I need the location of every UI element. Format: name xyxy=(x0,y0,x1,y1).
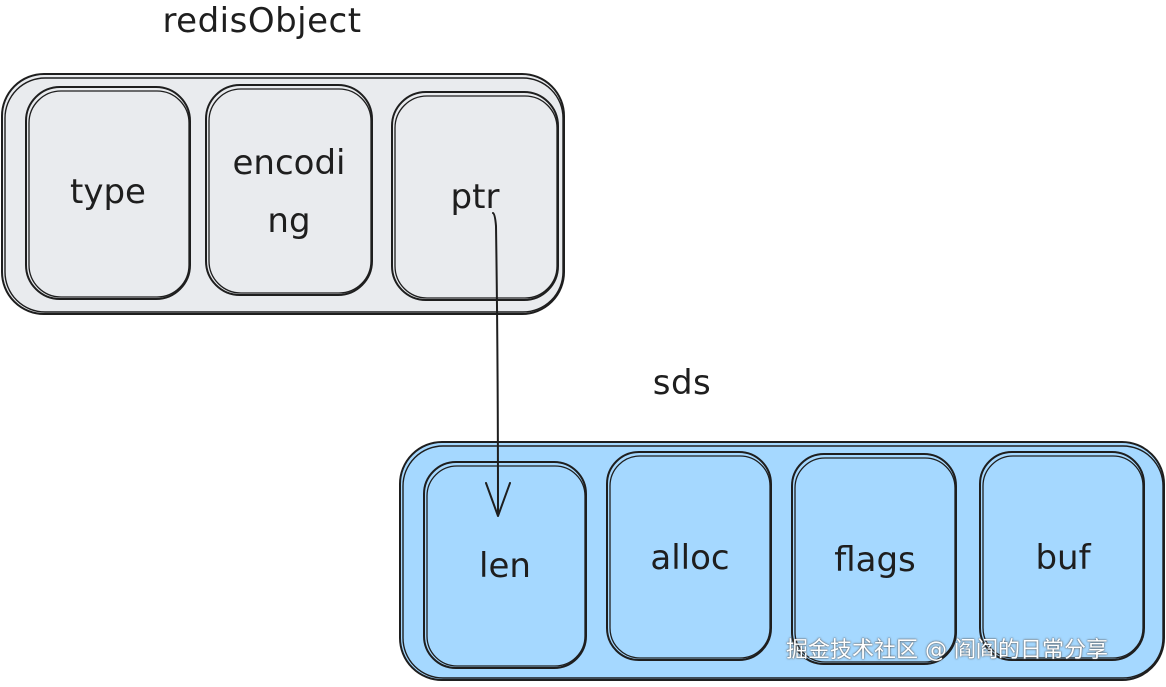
field-len-box xyxy=(423,461,587,669)
field-alloc-box xyxy=(606,451,772,661)
field-ptr-box xyxy=(391,91,559,301)
sds-title: sds xyxy=(653,363,712,403)
field-alloc-label: alloc xyxy=(650,538,729,578)
ptr-to-len-arrow xyxy=(485,212,511,517)
field-encoding-label-line2: ng xyxy=(267,201,310,241)
field-len-label: len xyxy=(479,546,531,586)
field-flags-box xyxy=(791,453,957,665)
watermark: 掘金技术社区 @ 阎阎的日常分享 xyxy=(786,638,1108,663)
arrowhead-icon xyxy=(485,482,511,517)
field-type-label: type xyxy=(70,172,146,212)
field-buf-box xyxy=(979,451,1145,661)
field-type-box xyxy=(25,86,191,300)
field-encoding-label-line1: encodi xyxy=(233,143,346,183)
field-ptr-label: ptr xyxy=(451,177,500,217)
sds-container xyxy=(399,441,1165,681)
redis-object-group: redisObject type encodi ng ptr xyxy=(1,1,565,315)
field-flags-label: flags xyxy=(834,540,916,580)
redis-object-title: redisObject xyxy=(162,1,361,41)
field-encoding-box xyxy=(205,84,373,296)
field-buf-label: buf xyxy=(1035,538,1091,578)
sds-group: sds len alloc flags buf xyxy=(399,363,1165,681)
